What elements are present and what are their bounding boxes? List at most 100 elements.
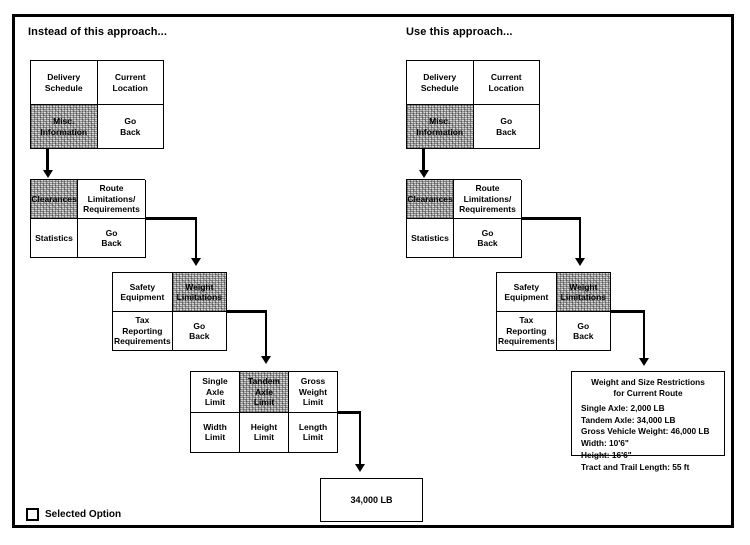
result-panel-right: Weight and Size Restrictions for Current… bbox=[571, 371, 725, 472]
connector-line-right-2b bbox=[578, 217, 581, 262]
menu-cell-clearances[interactable]: Clearances bbox=[31, 180, 78, 219]
menu-cell-misc-information[interactable]: Misc.Information bbox=[31, 105, 98, 149]
connector-line-left-1 bbox=[46, 149, 49, 173]
connector-line-right-3a bbox=[611, 310, 645, 313]
cell-label: Misc.Information bbox=[40, 116, 88, 137]
connector-arrow-left-4 bbox=[355, 464, 365, 472]
legend: Selected Option bbox=[26, 508, 121, 521]
cell-label: Statistics bbox=[35, 232, 73, 243]
result-panel-item: Tandem Axle: 34,000 LB bbox=[581, 414, 676, 425]
cell-label: Statistics bbox=[411, 232, 449, 243]
result-panel-item: Width: 10'6" bbox=[581, 438, 629, 449]
result-panel-title-line1: Weight and Size Restrictions bbox=[591, 377, 705, 387]
connector-arrow-right-3 bbox=[639, 358, 649, 366]
connector-line-left-4a bbox=[338, 411, 361, 414]
connector-line-left-2a bbox=[145, 217, 197, 220]
connector-line-left-4b bbox=[358, 411, 361, 468]
result-panel-item: Tract and Trail Length: 55 ft bbox=[581, 462, 690, 473]
cell-label: Misc.Information bbox=[416, 116, 464, 137]
result-panel-item: Height: 16'6" bbox=[581, 450, 632, 461]
connector-line-left-3a bbox=[227, 310, 267, 313]
right-column-heading: Use this approach... bbox=[406, 26, 513, 38]
menu-cell-statistics[interactable]: Statistics bbox=[31, 219, 78, 258]
legend-label: Selected Option bbox=[45, 509, 122, 520]
connector-line-right-3b bbox=[642, 310, 645, 362]
menu-cell-clearances[interactable]: Clearances bbox=[407, 180, 454, 219]
connector-arrow-left-1 bbox=[42, 170, 53, 178]
cell-label: Clearances bbox=[31, 193, 77, 204]
menu-cell-misc-information[interactable]: Misc.Information bbox=[407, 105, 474, 149]
result-panel-item: Single Axle: 2,000 LB bbox=[581, 402, 665, 413]
result-panel-title-line2: for Current Route bbox=[613, 387, 683, 398]
connector-line-left-2b bbox=[194, 217, 197, 262]
connector-arrow-left-3 bbox=[261, 356, 271, 364]
cell-label: Clearances bbox=[407, 193, 453, 204]
result-panel-title: Weight and Size Restrictions for Current… bbox=[576, 377, 720, 399]
connector-line-left-3b bbox=[264, 310, 267, 360]
connector-arrow-right-1 bbox=[418, 170, 429, 178]
connector-arrow-left-2 bbox=[191, 258, 201, 266]
selected-option-swatch bbox=[26, 508, 39, 521]
connector-line-right-1 bbox=[422, 149, 425, 173]
connector-line-right-2a bbox=[521, 217, 581, 220]
result-panel-item: Gross Vehicle Weight: 46,000 LB bbox=[581, 426, 710, 437]
menu-cell-statistics[interactable]: Statistics bbox=[407, 219, 454, 258]
